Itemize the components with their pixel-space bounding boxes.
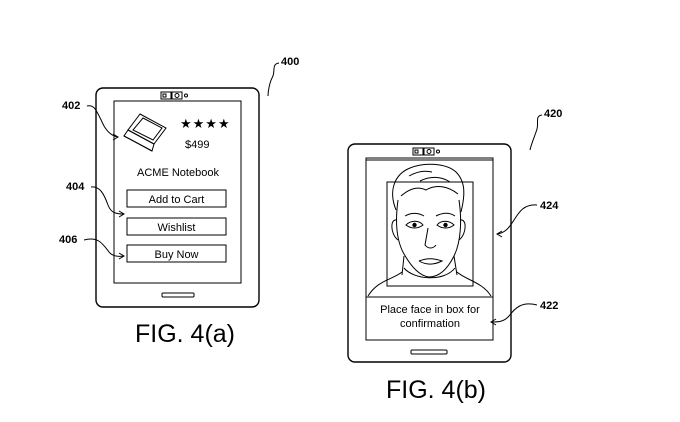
leader-400 <box>267 62 280 97</box>
arrow-422 <box>490 318 497 326</box>
leader-420 <box>529 114 543 151</box>
face-target-box <box>386 181 474 287</box>
wishlist-button[interactable]: Wishlist <box>126 217 227 236</box>
device-a-body <box>95 87 260 308</box>
buy-now-button[interactable]: Buy Now <box>126 244 227 263</box>
ref-420: 420 <box>544 108 562 120</box>
ref-424: 424 <box>540 200 559 212</box>
arrow-402 <box>112 133 119 141</box>
caption-fig-4a: FIG. 4(a) <box>135 320 235 348</box>
ref-402: 402 <box>62 100 80 112</box>
product-price: $499 <box>185 139 209 151</box>
message-line-2: confirmation <box>400 318 460 330</box>
add-to-cart-button[interactable]: Add to Cart <box>126 189 227 208</box>
rating-stars: ★★★★ <box>180 116 231 131</box>
ref-406: 406 <box>59 234 77 246</box>
device-a <box>95 87 260 308</box>
leader-424 <box>496 204 538 235</box>
device-b-body <box>347 143 512 363</box>
leader-422 <box>490 303 538 323</box>
wishlist-label: Wishlist <box>158 222 196 234</box>
leader-404 <box>90 186 125 215</box>
message-line-1: Place face in box for <box>380 304 480 316</box>
device-a-screen <box>113 100 242 284</box>
ref-404: 404 <box>66 181 85 193</box>
leader-406 <box>83 238 125 257</box>
camera-icon <box>160 91 188 100</box>
camera-icon <box>412 147 440 156</box>
buy-now-label: Buy Now <box>154 249 198 261</box>
leader-402 <box>86 105 119 138</box>
arrow-406 <box>118 252 125 260</box>
face-illustration <box>367 163 492 297</box>
ref-400: 400 <box>281 56 299 68</box>
confirmation-message: Place face in box for confirmation <box>365 296 494 341</box>
laptop-icon <box>123 113 167 152</box>
ref-422: 422 <box>540 300 558 312</box>
home-bar <box>161 292 195 298</box>
caption-fig-4b: FIG. 4(b) <box>386 376 486 404</box>
arrow-404 <box>118 210 125 218</box>
arrow-424 <box>496 230 503 238</box>
add-to-cart-label: Add to Cart <box>149 194 205 206</box>
product-name: ACME Notebook <box>137 167 219 179</box>
home-bar <box>410 349 448 355</box>
camera-viewfinder <box>365 159 494 298</box>
